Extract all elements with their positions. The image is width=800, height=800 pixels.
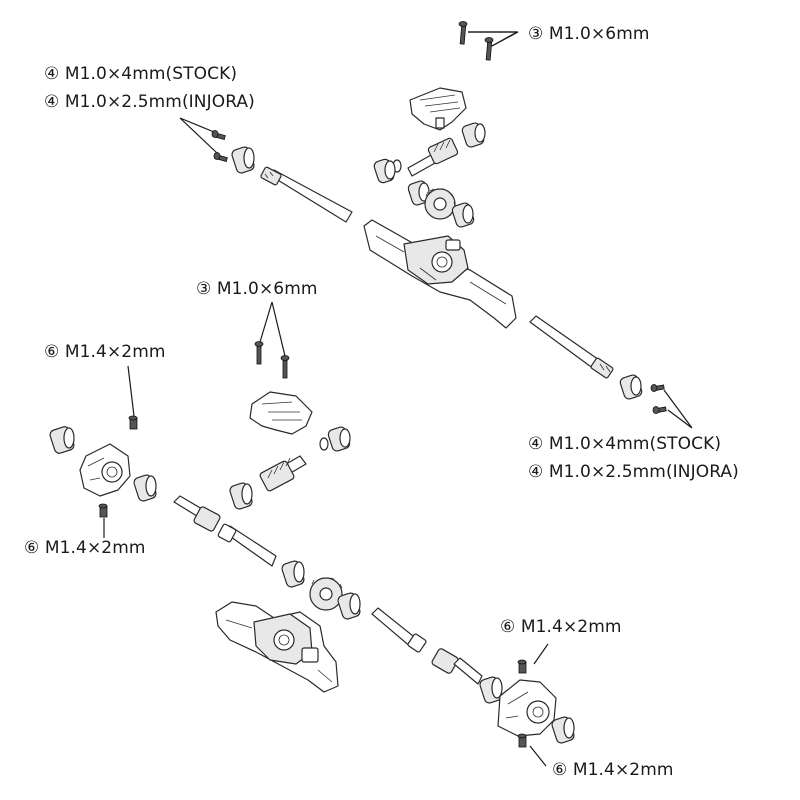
top-axle-housing <box>363 219 517 329</box>
mid-bearing-2 <box>229 482 253 510</box>
screw-top-left-1 <box>211 130 226 140</box>
top-left-axle-shaft <box>260 166 353 223</box>
bottom-axle-housing <box>215 601 339 693</box>
screw-top-left-2 <box>213 152 228 162</box>
top-left-bearing <box>231 146 255 174</box>
label-left-m1-4-upper: ⑥ M1.4×2mm <box>44 342 166 362</box>
mid-bearing-1 <box>327 426 351 452</box>
leader-right-lower <box>529 745 547 767</box>
top-spur-gear <box>424 188 456 220</box>
bottom-bearing-right-gear <box>337 592 361 620</box>
left-cvd-axle <box>173 495 277 567</box>
screw-mid-1 <box>254 341 264 365</box>
screw-right-knuckle-bottom <box>517 733 527 748</box>
screw-top-1 <box>458 21 468 45</box>
right-cvd-axle <box>371 607 483 685</box>
leader-right-upper <box>533 643 549 665</box>
screw-left-knuckle-top <box>128 415 138 430</box>
leader-top-right <box>663 389 693 429</box>
screw-left-knuckle-bottom <box>98 503 108 518</box>
label-top-left-stock: ④ M1.0×4mm(STOCK) <box>44 64 238 84</box>
mid-washer <box>319 437 329 451</box>
bottom-spur-gear <box>309 577 343 611</box>
leader-left-upper <box>127 365 135 417</box>
label-right-injora: ④ M1.0×2.5mm(INJORA) <box>528 462 739 482</box>
top-bearing-4 <box>451 202 475 228</box>
bottom-bearing-left-gear <box>281 560 305 588</box>
top-bearing-2 <box>373 158 396 184</box>
screw-top-right-1 <box>650 384 665 392</box>
right-knuckle-bearing-2 <box>551 716 575 744</box>
leader-top-left <box>179 117 218 154</box>
right-steering-knuckle <box>497 679 557 737</box>
label-top-m1-0x6: ③ M1.0×6mm <box>528 24 650 44</box>
top-right-axle-shaft <box>529 315 614 379</box>
left-knuckle-bearing <box>133 474 157 502</box>
mid-gear-cover <box>249 391 313 435</box>
left-steering-knuckle <box>49 426 131 497</box>
screw-top-right-2 <box>652 406 667 414</box>
top-gear-cover <box>409 87 467 131</box>
leader-mid-m1-0x6 <box>259 301 286 357</box>
mid-worm-gear <box>259 455 307 492</box>
top-right-bearing <box>619 374 643 400</box>
screw-top-2 <box>484 37 494 61</box>
label-mid-m1-0x6: ③ M1.0×6mm <box>196 279 318 299</box>
right-knuckle-bearing-1 <box>479 676 503 704</box>
label-right-m1-4-upper: ⑥ M1.4×2mm <box>500 617 622 637</box>
bottom-axle-assembly <box>49 301 575 767</box>
label-right-m1-4-lower: ⑥ M1.4×2mm <box>552 760 674 780</box>
label-left-m1-4-lower: ⑥ M1.4×2mm <box>24 538 146 558</box>
label-right-stock: ④ M1.0×4mm(STOCK) <box>528 434 722 454</box>
label-top-left-injora: ④ M1.0×2.5mm(INJORA) <box>44 92 255 112</box>
top-axle-assembly <box>179 21 693 429</box>
top-bearing-1 <box>461 122 486 148</box>
screw-mid-2 <box>280 355 290 379</box>
screw-right-knuckle-top <box>517 659 527 674</box>
top-worm-gear <box>407 137 459 177</box>
